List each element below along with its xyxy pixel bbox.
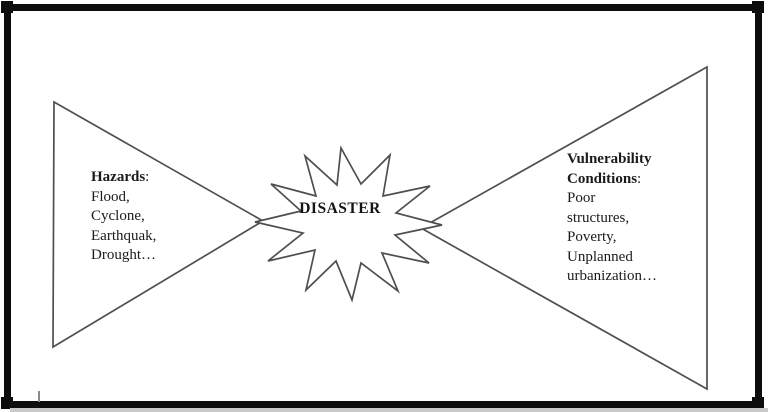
hazard-item: Cyclone, (91, 208, 145, 224)
hazards-heading: Hazards: (91, 168, 156, 188)
hazard-item: Drought… (91, 247, 156, 263)
hazards-text-block: Hazards: Flood, Cyclone, Earthquak, Drou… (91, 168, 156, 266)
frame-corner-top-right (752, 1, 764, 13)
vulnerability-item: structures, (567, 209, 630, 226)
vulnerability-heading-word: Conditions (567, 170, 638, 187)
vulnerability-text-block: Vulnerability Conditions: Poor structure… (567, 150, 657, 287)
hazards-heading-word: Hazards (91, 169, 146, 185)
frame-corner-bottom-left (1, 397, 13, 409)
vulnerability-item: Poverty, (567, 229, 617, 245)
hazard-item: Earthquak, (91, 227, 157, 244)
frame-corner-bottom-right (752, 397, 764, 409)
bottom-shadow-strip (10, 408, 768, 412)
vulnerability-item: Poor (567, 190, 596, 206)
hazards-heading-colon: : (145, 169, 150, 185)
vulnerability-item: Unplanned (567, 248, 633, 265)
vulnerability-heading-line2: Conditions: (567, 170, 657, 190)
frame-corner-top-left (1, 1, 13, 13)
hazards-triangle (52, 100, 265, 349)
vulnerability-heading-colon: : (637, 170, 642, 187)
vulnerability-triangle (419, 65, 708, 391)
vulnerability-heading-line1: Vulnerability (567, 151, 652, 167)
disaster-starburst (254, 145, 443, 303)
disaster-label: DISASTER (299, 200, 381, 217)
outer-frame (4, 4, 762, 408)
vulnerability-item: urbanization… (567, 268, 657, 284)
hazard-item: Flood, (91, 188, 130, 205)
text-cursor-tick (38, 391, 40, 402)
